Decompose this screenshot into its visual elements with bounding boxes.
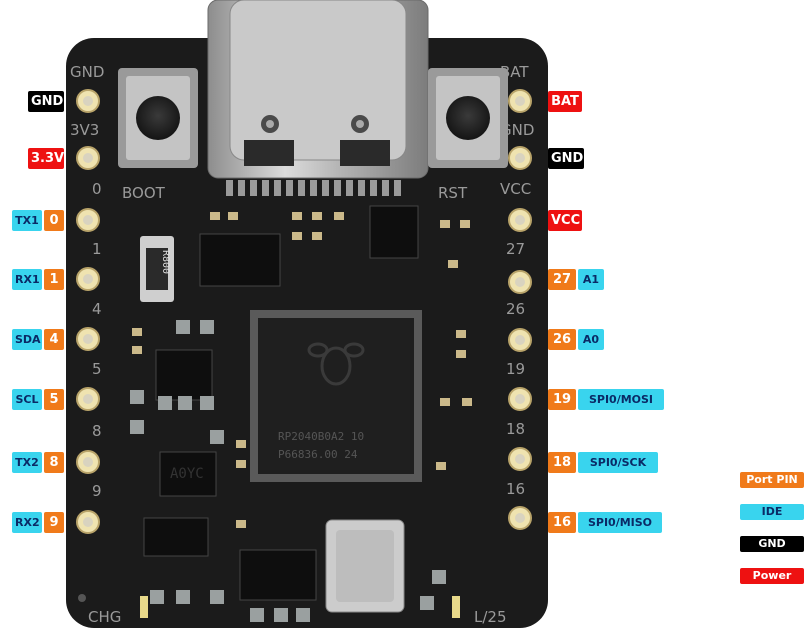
silk-8: 8 (92, 422, 102, 440)
right-pin-label-4-1: A0 (578, 329, 604, 350)
smd-components (130, 212, 472, 622)
right-pin-label-5-1: SPI0/MOSI (578, 389, 664, 410)
legend-pwr: Power (740, 568, 804, 584)
left-pin-label-2-1: 0 (44, 210, 64, 231)
silk-19: 19 (506, 360, 525, 378)
right-pin-label-7-0: 16 (548, 512, 576, 533)
mounting-dot (78, 594, 86, 602)
right-pin-label-0-0: BAT (548, 91, 582, 112)
right-pin-label-4-0: 26 (548, 329, 576, 350)
left-pin-label-1-0: 3.3V (28, 148, 64, 169)
rp2040-chip: RP2040B0A2 10 P66836.00 24 (250, 310, 422, 482)
small-ics (143, 205, 419, 601)
right-pin-label-1-0: GND (548, 148, 584, 169)
right-pin-label-3-0: 27 (548, 269, 576, 290)
right-pin-label-2-0: VCC (548, 210, 582, 231)
silk-1: 1 (92, 240, 102, 258)
left-pin-label-0-0: GND (28, 91, 64, 112)
resistor-r800: R800 (140, 236, 174, 302)
right-pin-holes (515, 96, 525, 523)
silk-5: 5 (92, 360, 102, 378)
right-pin-label-6-1: SPI0/SCK (578, 452, 658, 473)
legend-gnd: GND (740, 536, 804, 552)
left-pin-label-3-0: RX1 (12, 269, 42, 290)
silk-chg: CHG (88, 608, 121, 626)
silk-gnd-left: GND (70, 63, 104, 81)
right-pin-label-3-1: A1 (578, 269, 604, 290)
left-pin-label-4-1: 4 (44, 329, 64, 350)
left-pin-holes (83, 96, 93, 527)
raspberry-logo-icon (307, 342, 365, 386)
right-pin-label-7-1: SPI0/MISO (578, 512, 662, 533)
left-pin-label-7-0: RX2 (12, 512, 42, 533)
silk-gnd-right: GND (500, 121, 534, 139)
silk-bat: BAT (500, 63, 529, 81)
left-pin-label-5-1: 5 (44, 389, 64, 410)
silk-rst: RST (438, 184, 468, 202)
silk-16: 16 (506, 480, 525, 498)
resistor-marking: R800 (160, 250, 171, 274)
chip-marking-2: P66836.00 24 (278, 448, 358, 461)
silk-26: 26 (506, 300, 525, 318)
silk-l25: L/25 (474, 608, 507, 626)
left-pin-label-7-1: 9 (44, 512, 64, 533)
silkscreen-text: GND 3V3 0 1 4 5 8 9 BAT GND VCC 27 26 19… (70, 63, 534, 626)
left-pin-label-4-0: SDA (12, 329, 42, 350)
ic-marking: A0YC (170, 466, 204, 482)
chip-marking-1: RP2040B0A2 10 (278, 430, 364, 443)
left-pin-label-5-0: SCL (12, 389, 42, 410)
silk-3v3: 3V3 (70, 121, 99, 139)
right-pin-pads (508, 89, 532, 530)
silk-18: 18 (506, 420, 525, 438)
silk-vcc: VCC (500, 180, 531, 198)
silk-4: 4 (92, 300, 102, 318)
right-pin-label-5-0: 19 (548, 389, 576, 410)
left-pin-label-3-1: 1 (44, 269, 64, 290)
crystal (325, 519, 405, 613)
left-pin-label-6-0: TX2 (12, 452, 42, 473)
boot-button[interactable] (118, 68, 198, 168)
silk-boot: BOOT (122, 184, 166, 202)
legend-ide: IDE (740, 504, 804, 520)
silk-0: 0 (92, 180, 102, 198)
left-pin-label-2-0: TX1 (12, 210, 42, 231)
silk-27: 27 (506, 240, 525, 258)
usb-c-connector (207, 0, 429, 196)
silk-9: 9 (92, 482, 102, 500)
right-pin-label-6-0: 18 (548, 452, 576, 473)
reset-button[interactable] (428, 68, 508, 168)
legend-port: Port PIN (740, 472, 804, 488)
left-pin-label-6-1: 8 (44, 452, 64, 473)
